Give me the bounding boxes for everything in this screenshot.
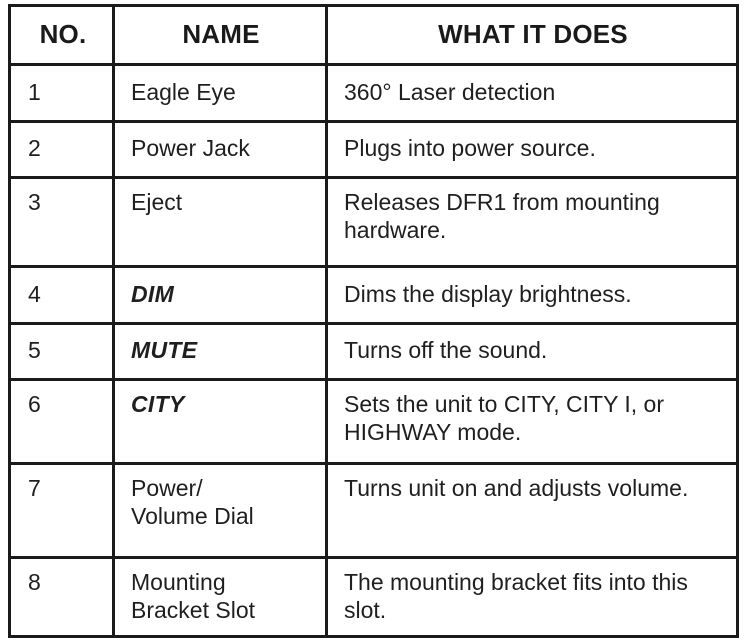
component-name: Eagle Eye xyxy=(131,78,236,105)
column-header-what-it-does-label: WHAT IT DOES xyxy=(438,19,628,50)
table-row: 2 Power Jack Plugs into power source. xyxy=(8,120,739,179)
component-description: Dims the display brightness. xyxy=(344,280,632,307)
component-description: 360° Laser detection xyxy=(344,78,556,105)
component-description: Plugs into power source. xyxy=(344,135,596,162)
cell-no: 7 xyxy=(8,462,115,559)
component-description: Turns off the sound. xyxy=(344,337,548,364)
cell-no: 6 xyxy=(8,378,115,465)
component-name: Eject xyxy=(131,189,183,215)
column-header-no: NO. xyxy=(8,4,115,66)
table-header: NO. NAME WHAT IT DOES xyxy=(8,4,739,66)
component-description: Releases DFR1 from mounting hardware. xyxy=(344,189,660,244)
cell-name: MUTE xyxy=(112,322,328,381)
row-number: 5 xyxy=(28,337,41,364)
cell-description: Turns off the sound. xyxy=(325,322,739,381)
component-description: Sets the unit to CITY, CITY I, or HIGHWA… xyxy=(344,391,665,446)
cell-name: DIM xyxy=(112,265,328,325)
row-number: 1 xyxy=(28,78,41,105)
component-name: Power/Volume Dial xyxy=(131,475,254,530)
table-body: 1 Eagle Eye 360° Laser detection 2 Power… xyxy=(8,63,739,638)
row-number: 4 xyxy=(28,280,41,307)
table-row: 1 Eagle Eye 360° Laser detection xyxy=(8,63,739,123)
cell-description: Sets the unit to CITY, CITY I, or HIGHWA… xyxy=(325,378,739,465)
cell-no: 3 xyxy=(8,176,115,268)
cell-name: Eject xyxy=(112,176,328,268)
column-header-name: NAME xyxy=(112,4,328,66)
table-row: 3 Eject Releases DFR1 from mounting hard… xyxy=(8,176,739,268)
row-number: 8 xyxy=(28,569,41,595)
cell-no: 4 xyxy=(8,265,115,325)
row-number: 6 xyxy=(28,391,41,417)
component-name: Power Jack xyxy=(131,135,250,162)
cell-no: 5 xyxy=(8,322,115,381)
table-row: 7 Power/Volume Dial Turns unit on and ad… xyxy=(8,462,739,559)
cell-description: Turns unit on and adjusts volume. xyxy=(325,462,739,559)
cell-name: CITY xyxy=(112,378,328,465)
column-header-no-label: NO. xyxy=(39,19,87,50)
cell-no: 1 xyxy=(8,63,115,123)
component-reference-table: NO. NAME WHAT IT DOES 1 Eagle E xyxy=(8,4,739,638)
column-header-what-it-does: WHAT IT DOES xyxy=(325,4,739,66)
cell-no: 2 xyxy=(8,120,115,179)
cell-description: Releases DFR1 from mounting hardware. xyxy=(325,176,739,268)
table-row: 5 MUTE Turns off the sound. xyxy=(8,322,739,381)
component-description: Turns unit on and adjusts volume. xyxy=(344,475,689,501)
table-header-row: NO. NAME WHAT IT DOES xyxy=(8,4,739,66)
cell-no: 8 xyxy=(8,555,115,638)
row-number: 3 xyxy=(28,189,41,215)
component-name: MUTE xyxy=(131,337,198,364)
cell-name: Power Jack xyxy=(112,120,328,179)
component-description: The mounting bracket fits into this slot… xyxy=(344,569,688,624)
spec-table-container: NO. NAME WHAT IT DOES 1 Eagle E xyxy=(8,4,739,638)
cell-description: 360° Laser detection xyxy=(325,63,739,123)
row-number: 7 xyxy=(28,475,41,501)
page-root: NO. NAME WHAT IT DOES 1 Eagle E xyxy=(8,4,739,638)
component-name: DIM xyxy=(131,280,175,307)
cell-description: Plugs into power source. xyxy=(325,120,739,179)
row-number: 2 xyxy=(28,135,41,162)
cell-name: Power/Volume Dial xyxy=(112,462,328,559)
cell-description: Dims the display brightness. xyxy=(325,265,739,325)
component-name: CITY xyxy=(131,391,185,417)
cell-name: Eagle Eye xyxy=(112,63,328,123)
table-row: 6 CITY Sets the unit to CITY, CITY I, or… xyxy=(8,378,739,465)
column-header-name-label: NAME xyxy=(182,19,260,50)
table-row: 4 DIM Dims the display brightness. xyxy=(8,265,739,325)
cell-description: The mounting bracket fits into this slot… xyxy=(325,555,739,638)
